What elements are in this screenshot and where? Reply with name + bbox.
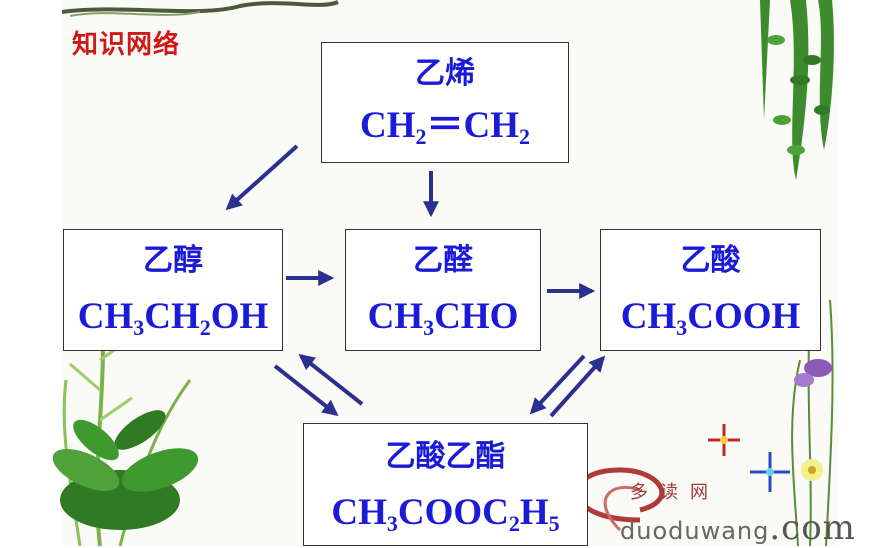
node-ethene-formula: CH2＝CH2 [360,105,530,149]
arrow-ethanol-to-ester [273,364,339,416]
vine-decoration [61,0,339,14]
watermark-url: duoduwang.com [620,508,856,548]
page-title: 知识网络 [72,30,181,60]
node-acetic-acid-name: 乙酸 [680,243,741,278]
watermark-tld: .com [769,508,856,548]
node-ethene: 乙烯 CH2＝CH2 [321,42,569,163]
node-ethanol-name: 乙醇 [143,243,203,278]
watermark-domain: duoduwang [620,517,770,545]
node-ethyl-acetate-formula: CH3COOC2H5 [331,492,560,536]
watermark-cn-text: 多读网 [630,482,720,503]
node-ethyl-acetate: 乙酸乙酯 CH3COOC2H5 [303,423,588,546]
sparkle-decoration [708,424,790,492]
arrow-ester-to-ethanol [298,354,364,406]
watermark-logo [574,467,665,532]
arrow-ester-to-acid [549,355,606,418]
node-ethanal-formula: CH3CHO [367,296,519,340]
node-ethyl-acetate-name: 乙酸乙酯 [385,439,506,474]
node-acetic-acid-formula: CH3COOH [620,296,801,340]
arrow-acid-to-ester [529,354,586,415]
flower-decoration [794,359,832,481]
node-ethene-name: 乙烯 [415,56,475,91]
node-ethanol: 乙醇 CH3CH2OH [63,229,283,351]
node-ethanal: 乙醛 CH3CHO [345,229,541,351]
arrow-ethene-to-ethanol [225,144,299,211]
node-ethanal-name: 乙醛 [413,243,473,278]
node-acetic-acid: 乙酸 CH3COOH [600,229,821,351]
node-ethanol-formula: CH3CH2OH [77,296,269,340]
hanging-leaves-decoration [760,0,834,180]
